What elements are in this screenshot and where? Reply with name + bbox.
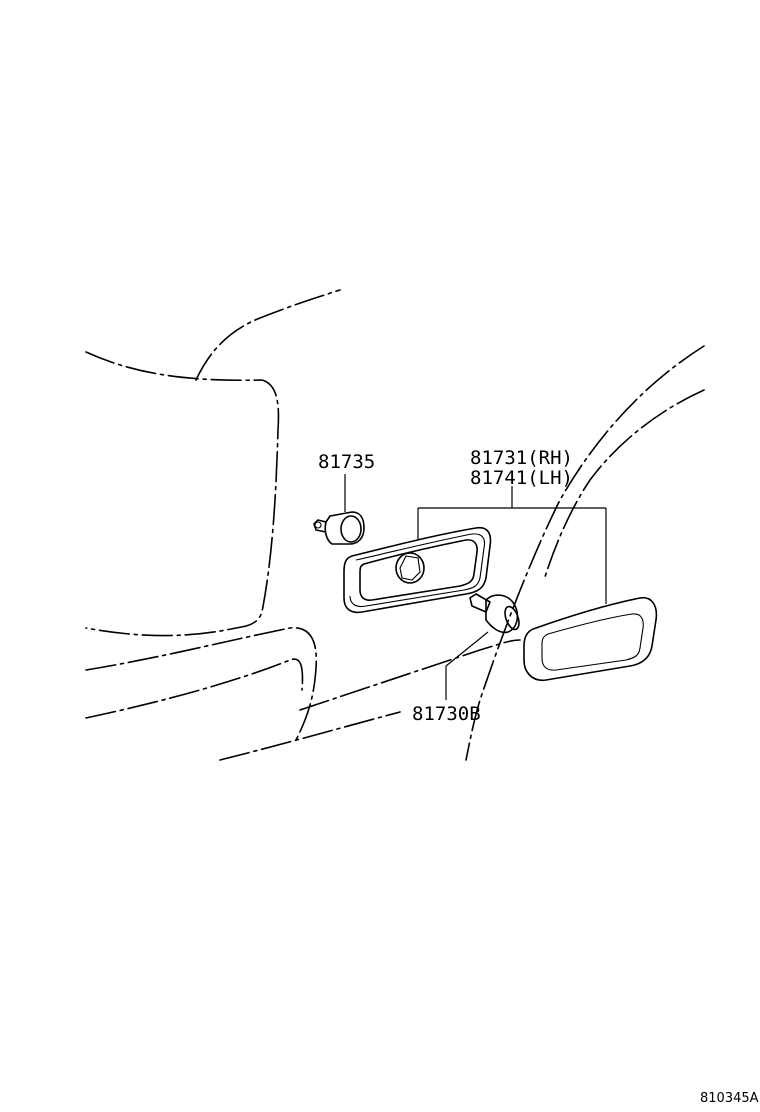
socket-pin <box>314 521 322 529</box>
housing-socket-key <box>399 555 421 581</box>
housing-socket-hole <box>395 552 425 584</box>
label-81730b: 81730B <box>412 703 481 725</box>
body-contour-bottom <box>219 711 401 761</box>
socket-face <box>340 515 362 543</box>
vehicle-body-outline <box>85 289 705 761</box>
socket-terminal <box>313 519 327 533</box>
bulb-socket-part <box>313 474 365 545</box>
lamp-bracket-leader <box>417 486 607 604</box>
lamp-lens-part <box>523 596 658 682</box>
body-contour-upper <box>85 351 280 637</box>
body-contour-fender <box>85 627 318 741</box>
housing-rim <box>349 533 486 608</box>
bulb-tip <box>504 605 520 631</box>
body-contour-right-outer <box>465 345 705 761</box>
body-contour-roof <box>195 289 341 381</box>
housing-inner <box>359 539 478 601</box>
socket-body <box>324 511 365 545</box>
body-contour-sill <box>299 639 521 711</box>
lens-inner <box>541 613 644 671</box>
body-contour-fender-lower <box>85 658 304 719</box>
diagram-ref-code: 810345A <box>700 1091 759 1106</box>
body-contour-right-inner <box>543 389 705 581</box>
lamp-housing-part <box>343 526 492 614</box>
bulb-base <box>469 593 491 613</box>
label-81735: 81735 <box>318 451 375 473</box>
label-81741-lh: 81741(LH) <box>470 467 573 489</box>
label-81731-rh: 81731(RH) <box>470 447 573 469</box>
leader-line-81730b <box>445 631 489 667</box>
housing-outer <box>343 526 492 614</box>
lens-outer <box>523 596 658 682</box>
bulb-part <box>445 593 520 700</box>
bulb-glass <box>485 594 519 634</box>
